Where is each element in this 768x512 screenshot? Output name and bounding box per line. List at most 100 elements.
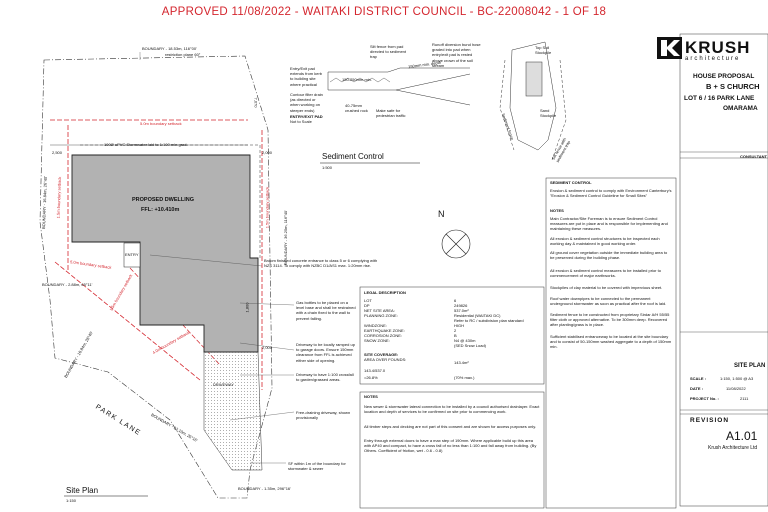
- callout-driveway: Driveway to be locally ramped up to gara…: [296, 342, 355, 363]
- sed-note-item: Sufficient stabilised entranceway to be …: [550, 334, 672, 350]
- building-label: PROPOSED DWELLING: [132, 197, 195, 203]
- sediment-notes-subtitle: NOTES: [550, 208, 564, 213]
- driveway-label: DRIVEWAY: [213, 382, 234, 387]
- scale-value: 1:150, 1:500 @ A3: [720, 376, 754, 381]
- logo-sub: architecture: [685, 56, 741, 62]
- sed-contour: Contour filter drain (as directed or whe…: [290, 92, 323, 113]
- setback-right-label: 1.5m boundary setback: [264, 186, 270, 229]
- coverage-sub: AREA OVER FOUNDS:: [364, 357, 407, 362]
- setback-top-label: 5.0m boundary setback: [140, 121, 182, 126]
- calc-3: (70% max.): [454, 375, 475, 380]
- legal-key: [364, 343, 454, 348]
- sed-sand: Sand Stockpile: [540, 108, 557, 119]
- sed-top-soil: Top Soil Stockpile: [535, 45, 552, 56]
- site-plan-scale: 1:150: [66, 498, 77, 503]
- date-label: DATE :: [690, 386, 704, 391]
- stormwater-note: 100Ø uPVC Stormwater laid to 1:100 min g…: [104, 142, 188, 147]
- sed-silt-fence: Silt fence from pad directed to sediment…: [370, 44, 407, 60]
- date-value: 11/08/2022: [726, 386, 746, 391]
- sed-entry-pad: Entry/Exit pad extends from kerb to buil…: [290, 66, 323, 87]
- note-item: Entry through external doors to have a m…: [364, 438, 537, 454]
- legal-key: CORROSION ZONE:: [364, 333, 403, 338]
- sed-note-item: All ground cover vegetation outside the …: [550, 250, 668, 261]
- sed-150: 150-250mm min.: [342, 77, 373, 82]
- company-name: Krush Architecture Ltd: [708, 445, 758, 451]
- legal-key: LOT: [364, 298, 372, 303]
- sed-note-item: All erosion & sediment control measures …: [550, 268, 661, 279]
- sheet-title: SITE PLAN: [734, 363, 766, 369]
- project-line-3: LOT 6 / 16 PARK LANE: [684, 95, 755, 102]
- sed-entry-pad-sub: Not to Scale: [290, 119, 312, 124]
- legal-val: Residential (WAITAKI DC): [454, 313, 501, 318]
- sed-entry-pad-title: ENTRY/EXIT PAD: [290, 114, 323, 119]
- project-value: 2111: [740, 396, 749, 401]
- driveway: [203, 351, 263, 471]
- project-line-2: B + S CHURCH: [706, 82, 760, 91]
- north-arrow-graphic: [441, 229, 471, 259]
- legal-val: Refer to RC / subdivision plan standard: [454, 318, 524, 323]
- sediment-mini-plan: [499, 41, 567, 161]
- legal-title: LEGAL DESCRIPTION: [364, 290, 406, 295]
- legal-val: HIGH: [454, 323, 464, 328]
- callout-crossfall: Driveway to have 1:100 crossfall to gard…: [296, 372, 354, 383]
- legal-key: DP: [364, 303, 370, 308]
- sed-note-item: Sediment fence to be constructed from pr…: [550, 312, 670, 328]
- sediment-scale: 1:500: [322, 165, 333, 170]
- sediment-notes-intro: Erosion & sediment control to comply wit…: [550, 188, 672, 199]
- project-line-1: HOUSE PROPOSAL: [693, 73, 755, 80]
- site-boundary: [39, 55, 273, 499]
- dim-2000-top: 2,000: [262, 150, 273, 155]
- legal-val: 537.0m²: [454, 308, 469, 313]
- calc-1: 143.4/537.0: [364, 368, 386, 373]
- legal-val: 6: [454, 298, 457, 303]
- entry-label: ENTRY: [125, 252, 139, 257]
- site-plan-title: Site Plan: [66, 486, 99, 495]
- sed-note-item: Main Contractor/Site Foreman is to ensur…: [550, 216, 668, 232]
- boundary-right-label: BOUNDARY - 36.25m, 116°40': [282, 210, 288, 265]
- coverage-title: SITE COVERAGE:: [364, 352, 399, 357]
- sediment-notes-title: SEDIMENT CONTROL: [550, 180, 592, 185]
- dim-1800: 1,800: [244, 302, 250, 313]
- legal-key: EARTHQUAKE ZONE:: [364, 328, 405, 333]
- legal-val: 2: [454, 328, 457, 333]
- entry-pad-detail: [327, 67, 471, 106]
- consultant-label: CONSULTANT: [740, 154, 767, 159]
- sed-runoff: Runoff diversion bund hose graded into p…: [432, 42, 481, 68]
- sed-40: 40-75mm crushed rock: [345, 103, 368, 114]
- boundary-top-label: BOUNDARY - 18.53m, 116°00': [142, 46, 197, 51]
- dim-2000-bottom: 2,000: [262, 345, 273, 350]
- legal-val: N4 @ 430m: [454, 338, 476, 343]
- note-item: All timber steps and decking are not par…: [364, 424, 537, 429]
- approval-stamp: APPROVED 11/08/2022 - WAITAKI DISTRICT C…: [161, 6, 607, 18]
- notes-title: NOTES: [364, 394, 378, 399]
- dim-2500: 2,500: [52, 150, 63, 155]
- legal-val: (SED Snow Load): [454, 343, 487, 348]
- logo-text: KRUSH: [685, 38, 751, 57]
- legal-key: WINDZONE:: [364, 323, 387, 328]
- dim-7070: 7,070: [253, 97, 259, 108]
- sed-note-item: Stockpiles of clay material to be covere…: [550, 285, 663, 290]
- calc-2: =26.8%: [364, 375, 378, 380]
- sheet-number: A1.01: [726, 429, 758, 443]
- sed-note-item: All erosion & sediment control structure…: [550, 236, 660, 247]
- sed-note-item: Roof water downpipes to be connected to …: [550, 296, 667, 307]
- coverage-val: 143.4m²: [454, 360, 469, 365]
- callout-sewer: SF within 1m of the boundary for stormwa…: [288, 461, 346, 472]
- sediment-title: Sediment Control: [322, 152, 384, 161]
- boundary-bottom-right: BOUNDARY - 1.35m, 296°16': [238, 486, 291, 491]
- legal-key: PLANNING ZONE:: [364, 313, 398, 318]
- callout-freedrain: Free-draining driveway, shown provisiona…: [296, 410, 351, 421]
- note-item: New sewer & stormwater lateral connectio…: [364, 404, 540, 415]
- revision-label: REVISION: [690, 417, 730, 424]
- callout-gas: Gas bottles to be placed on a level base…: [296, 300, 356, 321]
- project-label: PROJECT No. :: [690, 396, 719, 401]
- project-line-4: OMARAMA: [723, 105, 758, 112]
- sed-edge: Make safe for pedestrian traffic: [376, 108, 406, 119]
- legal-key: NET SITE AREA:: [364, 308, 395, 313]
- ffl-label: FFL: +10.410m: [141, 207, 180, 213]
- legal-val: B: [454, 333, 457, 338]
- scale-label: SCALE :: [690, 376, 706, 381]
- north-label: N: [438, 209, 445, 219]
